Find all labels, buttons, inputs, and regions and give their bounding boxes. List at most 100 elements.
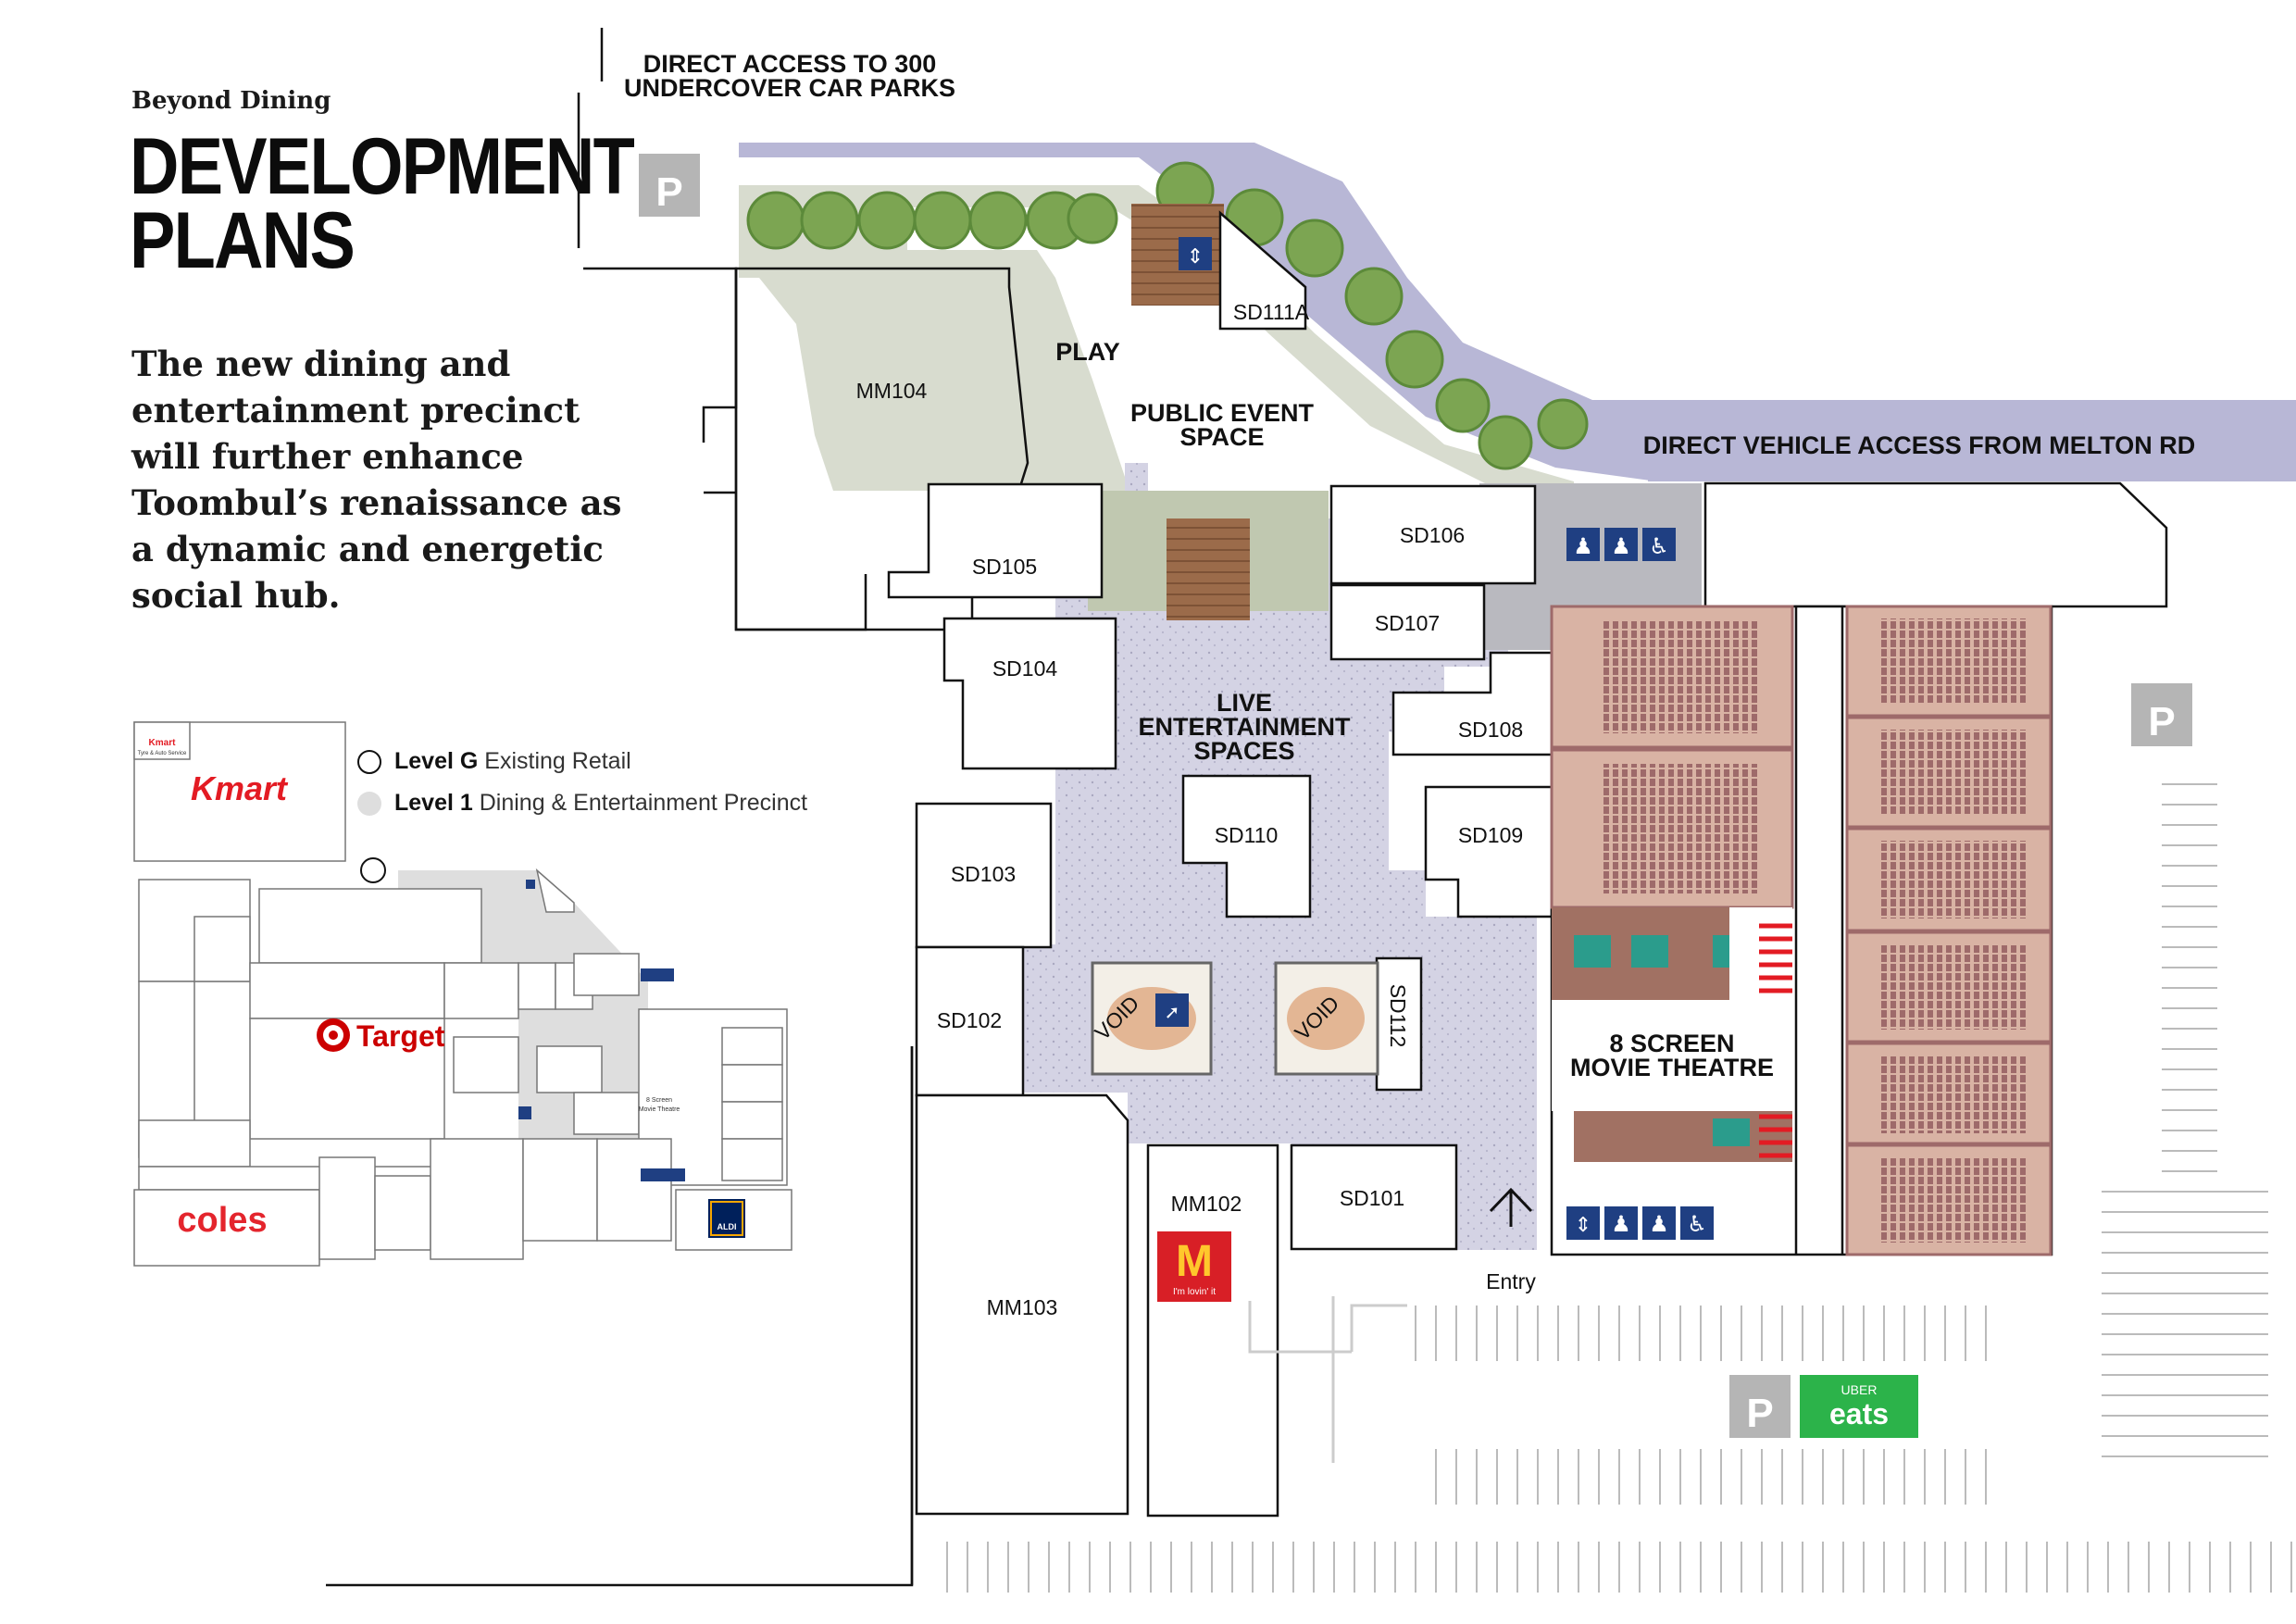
retail-units — [734, 210, 2168, 1518]
parking-label: P — [2148, 699, 2175, 744]
label-entry: Entry — [1486, 1269, 1536, 1293]
amenities-icon-group-north: ♟ ♟ ♿ — [1566, 528, 1676, 561]
legend-label: Level 1 — [394, 790, 473, 816]
lift-icon: ⇕ — [1179, 237, 1212, 270]
legend-level-1: Level 1 Dining & Entertainment Precinct — [357, 790, 807, 817]
car-parks — [944, 778, 2296, 1593]
kmart-logo: Kmart — [191, 769, 289, 807]
unit-sd104 — [942, 617, 1117, 770]
unit-mm102 — [1146, 1143, 1279, 1518]
svg-text:♿: ♿ — [1649, 533, 1669, 559]
parking-icon: P — [1729, 1375, 1791, 1438]
legend-level-g: Level G Existing Retail — [357, 748, 631, 775]
kmart-small: Kmart — [149, 738, 177, 748]
title-line-2: PLANS — [130, 196, 356, 285]
kicker: Beyond Dining — [131, 87, 331, 115]
movie-theatre — [1550, 605, 2053, 1256]
label-live-1: LIVE — [1217, 689, 1272, 717]
target-logo: Target — [356, 1019, 445, 1053]
cinema-foyer — [1552, 1000, 1792, 1111]
label-car-parks-2: UNDERCOVER CAR PARKS — [624, 74, 955, 102]
mini-theatre-2: Movie Theatre — [639, 1106, 680, 1113]
unit-sd107 — [1329, 583, 1486, 661]
parking-icon: P — [639, 154, 700, 217]
unit-sd111a — [1218, 210, 1307, 331]
key-map: Kmart Tyre & Auto Service Kmart — [133, 721, 792, 1267]
svg-text:⇕: ⇕ — [1575, 1214, 1591, 1237]
parking-label: P — [1746, 1391, 1773, 1436]
amenities-icon-group-south: ⇕ ♟ ♟ ♿ — [1566, 1206, 1714, 1240]
svg-text:♟: ♟ — [1649, 1211, 1669, 1237]
voids — [1091, 961, 1379, 1076]
legend-marker-existing — [357, 750, 381, 775]
kmart-tyre: Tyre & Auto Service — [138, 751, 187, 756]
key-coles — [133, 1189, 320, 1267]
svg-text:♟: ♟ — [1611, 533, 1631, 559]
label-sd110: SD110 — [1215, 823, 1279, 847]
title-line-1: DEVELOPMENT — [130, 122, 635, 211]
legend-label: Level G — [394, 748, 479, 774]
label-mm102: MM102 — [1171, 1192, 1242, 1216]
label-play: PLAY — [1055, 338, 1120, 366]
tree-canopy — [746, 161, 1589, 470]
garden-strip — [739, 185, 1574, 491]
svg-text:M: M — [1176, 1237, 1213, 1286]
label-public-event-1: PUBLIC EVENT — [1130, 399, 1315, 427]
label-sd109: SD109 — [1458, 823, 1523, 847]
svg-text:♟: ♟ — [1573, 533, 1593, 559]
label-live-2: ENTERTAINMENT — [1139, 713, 1351, 741]
label-live-3: SPACES — [1193, 737, 1294, 765]
mcdonalds-badge: M I'm lovin' it — [1157, 1231, 1231, 1302]
unit-sd102 — [915, 945, 1025, 1097]
mini-theatre-1: 8 Screen — [646, 1097, 672, 1104]
coles-logo: coles — [177, 1201, 267, 1240]
parking-icon: P — [2131, 683, 2192, 746]
uber-eats-badge: UBER eats — [1800, 1375, 1918, 1438]
mcd-tagline: I'm lovin' it — [1173, 1287, 1216, 1297]
unit-sd106 — [1329, 484, 1537, 585]
svg-text:♟: ♟ — [1611, 1211, 1631, 1237]
intro-text: The new dining and entertainment precinc… — [131, 344, 622, 616]
legend-marker-precinct — [357, 792, 381, 817]
unit-sd109 — [1424, 785, 1554, 918]
label-sd108: SD108 — [1458, 718, 1523, 742]
legend-text: Dining & Entertainment Precinct — [479, 790, 808, 816]
label-sd105: SD105 — [972, 555, 1037, 579]
svg-text:➚: ➚ — [1165, 1001, 1180, 1023]
label-car-parks-1: DIRECT ACCESS TO 300 — [643, 50, 937, 78]
uber-label: UBER — [1841, 1382, 1878, 1397]
svg-text:⇕: ⇕ — [1187, 245, 1204, 269]
label-sd107: SD107 — [1375, 611, 1440, 635]
label-sd103: SD103 — [951, 862, 1016, 886]
label-sd106: SD106 — [1400, 523, 1465, 547]
unit-sd112 — [1375, 956, 1423, 1092]
label-theatre-1: 8 SCREEN — [1609, 1030, 1734, 1057]
unit-mm103 — [915, 1093, 1129, 1516]
unit-north-east — [1703, 481, 2168, 608]
eats-label: eats — [1829, 1397, 1889, 1430]
label-sd101: SD101 — [1340, 1186, 1404, 1210]
escalator-icon: ➚ — [1155, 993, 1189, 1027]
road-vehicle-access — [1648, 400, 2296, 481]
label-public-event-2: SPACE — [1179, 423, 1264, 451]
parking-label: P — [655, 169, 682, 215]
unit-sd101 — [1290, 1143, 1458, 1251]
label-sd102: SD102 — [937, 1008, 1002, 1032]
unit-sd110 — [1181, 774, 1312, 918]
cinema-bar — [1574, 1111, 1792, 1162]
timber-deck — [1167, 518, 1250, 620]
label-vehicle-access: DIRECT VEHICLE ACCESS FROM MELTON RD — [1643, 431, 2196, 459]
label-sd104: SD104 — [992, 656, 1058, 681]
east-cinemas — [1845, 605, 2053, 1256]
unit-sd105 — [887, 482, 1104, 599]
label-sd112: SD112 — [1386, 984, 1410, 1048]
label-theatre-2: MOVIE THEATRE — [1570, 1054, 1774, 1081]
label-sd111a: SD111A — [1233, 300, 1310, 324]
page-title: DEVELOPMENT PLANS — [130, 122, 635, 285]
legend-text: Existing Retail — [484, 748, 631, 774]
entry-arrow-icon — [1489, 1187, 1533, 1227]
label-mm104: MM104 — [856, 379, 928, 403]
aldi-logo: ALDI — [718, 1222, 737, 1231]
label-mm103: MM103 — [987, 1295, 1058, 1319]
